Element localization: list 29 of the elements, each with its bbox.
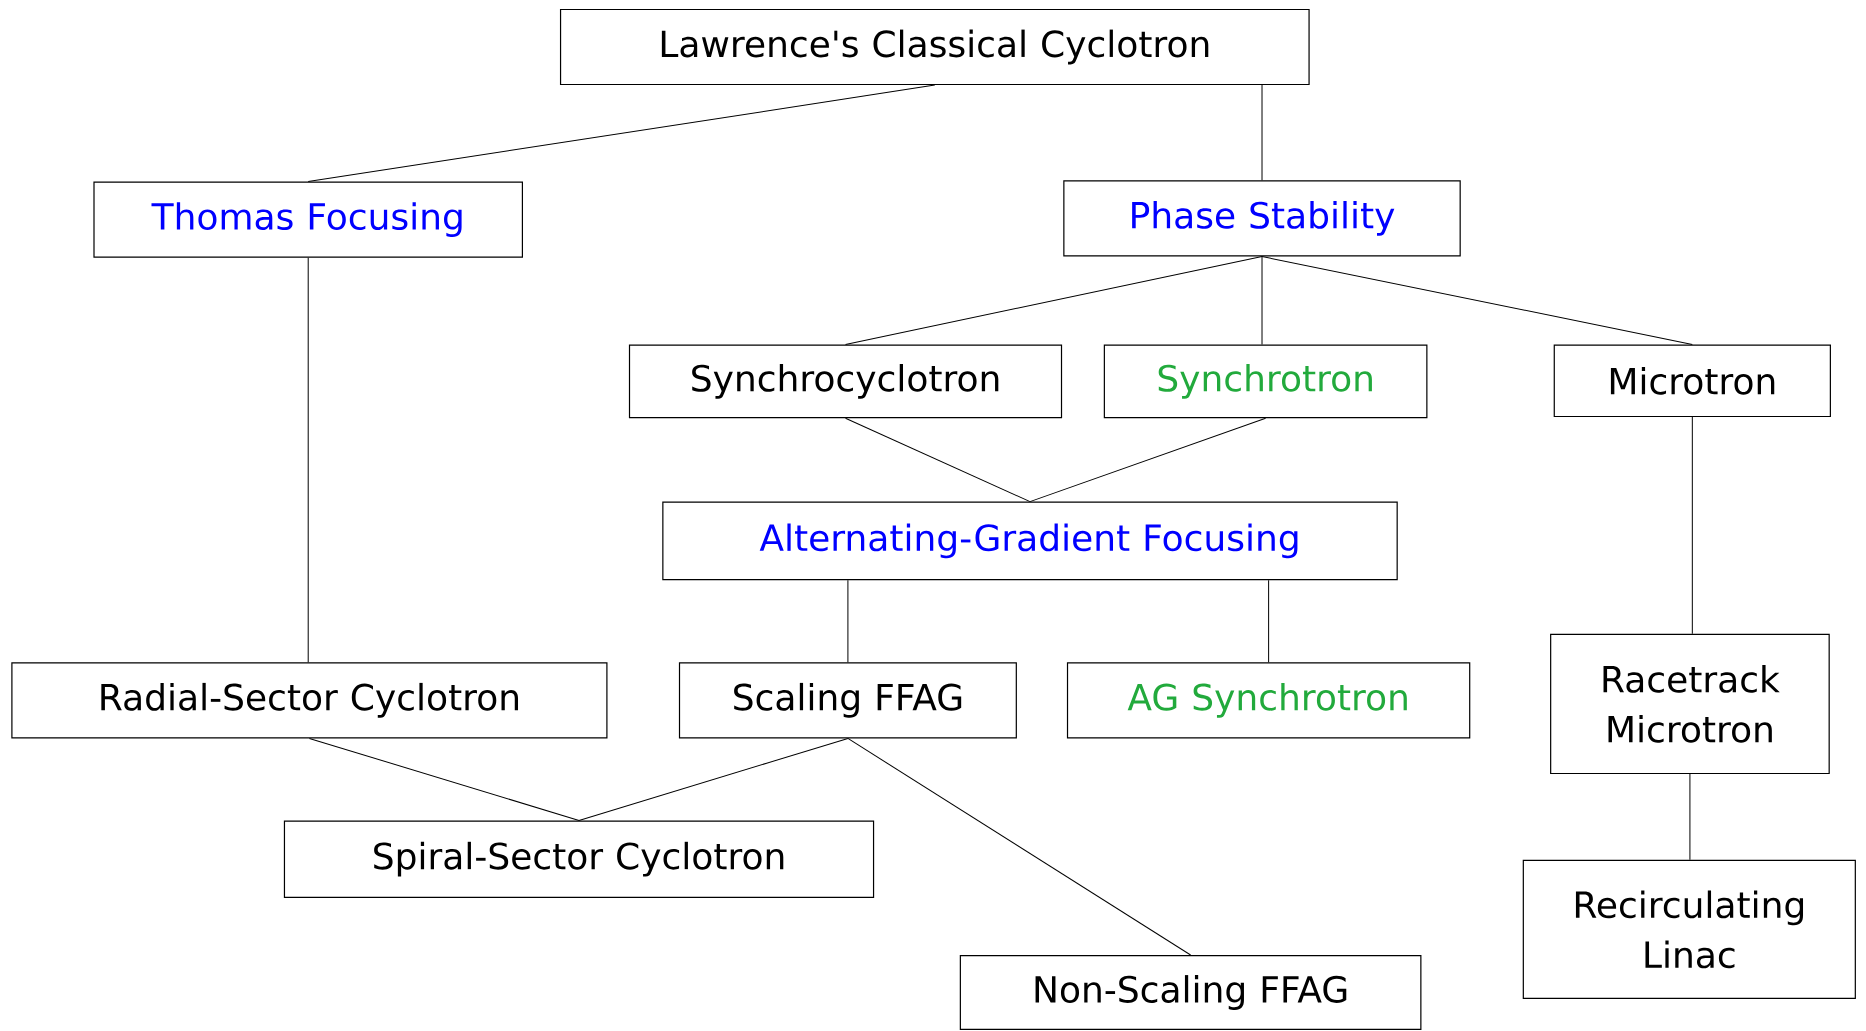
concept-box: AG Synchrotron: [1066, 662, 1471, 739]
concept-box: Spiral-Sector Cyclotron: [283, 820, 875, 898]
connector-line: [1261, 84, 1263, 181]
concept-box: Synchrotron: [1103, 344, 1428, 419]
concept-box: Microtron: [1553, 344, 1831, 418]
concept-box: Scaling FFAG: [678, 662, 1017, 739]
concept-box: Synchrocyclotron: [628, 344, 1063, 419]
connector-line: [1689, 773, 1691, 861]
connector-line: [845, 417, 1031, 503]
connector-line: [578, 737, 849, 821]
concept-box: Lawrence's Classical Cyclotron: [559, 8, 1310, 86]
connector-line: [845, 256, 1263, 345]
connector-line: [307, 257, 309, 663]
connector-line: [847, 579, 849, 663]
connector-line: [847, 737, 1192, 956]
connector-line: [1029, 417, 1267, 503]
connector-line: [1261, 256, 1263, 345]
connector-line: [308, 737, 580, 821]
concept-box: Non-Scaling FFAG: [959, 955, 1422, 1030]
concept-box: Phase Stability: [1063, 180, 1461, 257]
connector-line: [307, 84, 936, 182]
concept-box: Recirculating Linac: [1522, 859, 1856, 999]
connector-line: [1691, 416, 1693, 635]
concept-box: Thomas Focusing: [93, 181, 523, 258]
concept-box: Alternating-Gradient Focusing: [662, 501, 1398, 581]
connector-line: [1268, 579, 1270, 663]
concept-box: Racetrack Microtron: [1550, 633, 1830, 775]
connector-line: [1261, 256, 1693, 345]
concept-box: Radial-Sector Cyclotron: [11, 662, 608, 739]
